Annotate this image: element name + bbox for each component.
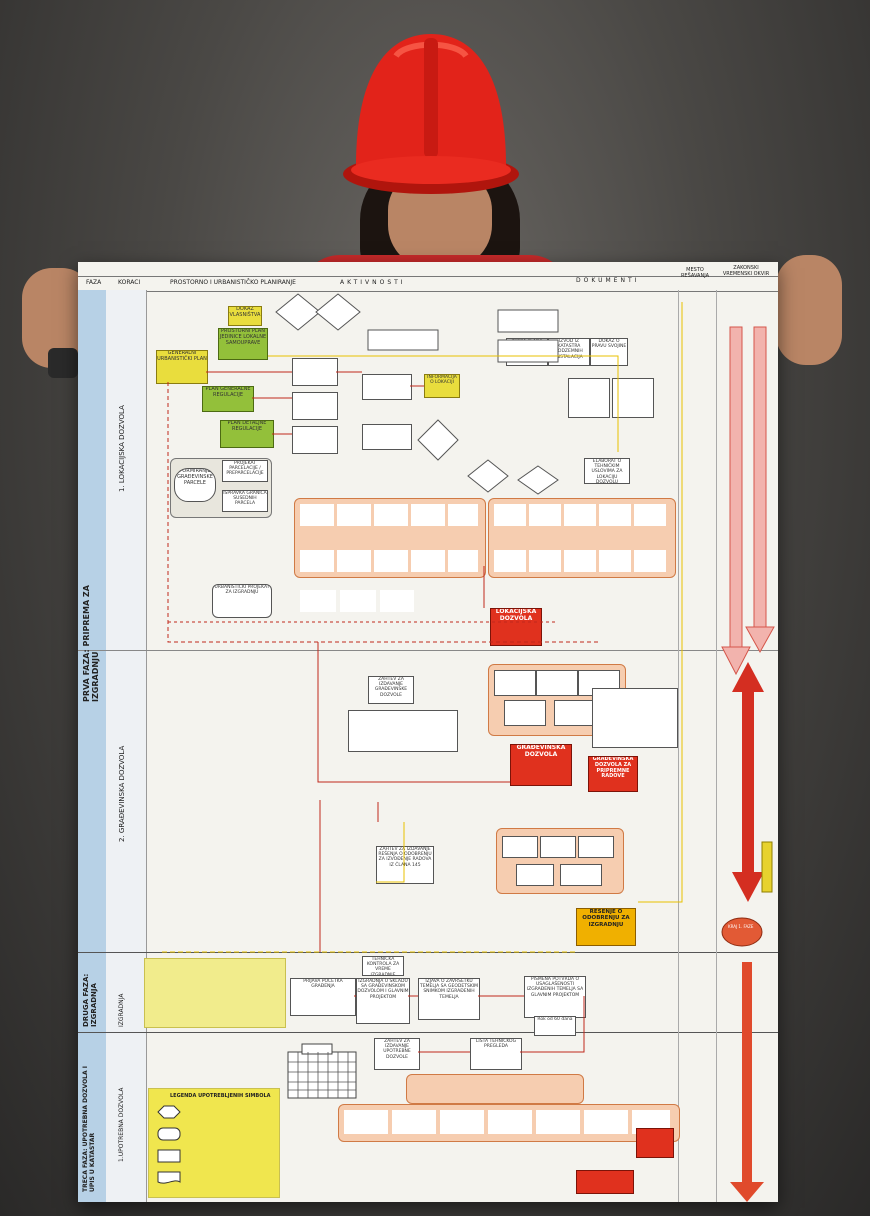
izjava-temelja-node: IZJAVA O ZAVRŠETKU TEMELJA SA GEODETSKIM…: [418, 978, 480, 1020]
header-mesto: MESTO REŠAVANJA: [680, 267, 710, 279]
activity-row: [300, 504, 478, 526]
gradj-pripremne-node: GRAĐEVINSKA DOZVOLA ZA PRIPREMNE RADOVE: [588, 756, 638, 792]
activity-row: [300, 550, 478, 572]
document-box: [502, 836, 538, 858]
process-box: [292, 426, 338, 454]
header-zakonski: ZAKONSKI VREMENSKI OKVIR: [722, 265, 770, 277]
process-box: [292, 392, 338, 420]
document-box: [504, 700, 546, 726]
timeline-arrows: [721, 326, 775, 1202]
connector-lines: [162, 302, 683, 1053]
zahtev-upotrebna-node: ZAHTEV ZA IZDAVANJE UPOTREBNE DOZVOLE: [374, 1038, 420, 1070]
zahtev-resenje-node: ZAHTEV ZA IZDAVANJE REŠENJA O ODOBRENJU …: [376, 846, 434, 884]
header-dokumenti: DOKUMENTI: [576, 277, 640, 284]
prijava-pocetka-node: PRIJAVA POČETKA GRAĐENJA: [290, 978, 356, 1016]
ispravka-granica-node: ISPRAVKA GRANICA SUSEDNIH PARCELA: [222, 490, 268, 512]
process-box: [348, 710, 458, 752]
flowchart-poster: FAZA KORACI PROSTORNO I URBANISTIČKO PLA…: [78, 262, 778, 1202]
header-faza: FAZA: [86, 279, 102, 286]
header-aktivnosti: AKTIVNOSTI: [340, 279, 406, 286]
generalni-plan-node: GENERALNI URBANISTIČKI PLAN: [156, 350, 208, 384]
document-box: [516, 864, 554, 886]
resenje-node: REŠENJE O ODOBRENJU ZA IZGRADNJU: [576, 908, 636, 946]
header-row: [78, 276, 778, 292]
legal-note: [144, 958, 286, 1028]
activity-row: [494, 504, 668, 526]
process-box: [362, 424, 412, 450]
activity-group: [406, 1074, 584, 1104]
prostorni-plan-node: PROSTORNI PLAN JEDINICE LOKALNE SAMOUPRA…: [218, 328, 268, 360]
rok-node: Rok od 60 dana: [534, 1016, 576, 1036]
lista-tehnickog-node: LISTA TEHNIČKOG PREGLEDA: [470, 1038, 522, 1070]
right-hand: [776, 255, 842, 365]
izgradnja-skladu-node: IZGRADNJA U SKLADU SA GRAĐEVINSKOM DOZVO…: [356, 978, 410, 1024]
dokaz-vlasnistva-node: DOKAZ VLASNIŠTVA: [228, 306, 262, 326]
tehnicka-kontrola-node: TEHNIČKA KONTROLA ZA VREME IZGRADNJE: [362, 956, 404, 976]
phase-divider: [78, 1032, 778, 1033]
document-box: [560, 864, 602, 886]
red-result-node: [576, 1170, 634, 1194]
document-box: [494, 670, 536, 696]
activity-row: [494, 550, 668, 572]
plan-generalne-node: PLAN GENERALNE REGULACIJE: [202, 386, 254, 412]
projekat-parcelacije-node: PROJEKAT PARCELACIJE / PREPARCELACIJE: [222, 460, 268, 482]
activity-row: [300, 590, 414, 612]
steps-column: [106, 290, 147, 1202]
document-box: [536, 670, 578, 696]
header-planiranje: PROSTORNO I URBANISTIČKO PLANIRANJE: [170, 279, 296, 286]
building-icon: [287, 1043, 357, 1099]
document-box: [612, 378, 654, 418]
timeline-column: [678, 290, 717, 1202]
zahtev-gradj-node: ZAHTEV ZA IZDAVANJE GRAĐEVINSKE DOZVOLE: [368, 676, 414, 704]
urbanisticki-projekat-node: URBANISTIČKI PROJEKAT ZA IZGRADNJU: [212, 584, 272, 618]
left-wrist: [48, 348, 78, 378]
informacija-node: INFORMACIJA O LOKACIJI: [424, 374, 460, 398]
phase-column: [78, 290, 106, 1202]
document-box: [540, 836, 576, 858]
plan-detaljne-node: PLAN DETALJNE REGULACIJE: [220, 420, 274, 448]
timeline-column: [716, 290, 779, 1202]
formiranje-node: FORMIRANJE GRAĐEVINSKE PARCELE: [174, 468, 216, 502]
document-box: [568, 378, 610, 418]
process-box: [362, 374, 412, 400]
note-box: [592, 688, 678, 748]
hard-hat-icon: [343, 34, 519, 194]
dokaz-svojine-node: DOKAZ O PRAVU SVOJINE: [590, 338, 628, 366]
legend-title: LEGENDA UPOTREBLJENIH SIMBOLA: [170, 1093, 271, 1099]
elaborat-node: ELABORAT O TEHNIČKIM USLOVIMA ZA LOKACIJ…: [584, 458, 630, 484]
legend-symbols: [157, 1105, 181, 1184]
decision-diamonds: [275, 293, 559, 495]
lokacijska-dozvola-node: LOKACIJSKA DOZVOLA: [490, 608, 542, 646]
kraj-faze-label: KRAJ 1. FAZE: [728, 924, 754, 929]
document-box: [578, 836, 614, 858]
red-result-node: [636, 1128, 674, 1158]
gradjevinska-dozvola-node: GRAĐEVINSKA DOZVOLA: [510, 744, 572, 786]
header-koraci: KORACI: [118, 279, 141, 286]
phase-divider: [78, 650, 778, 651]
activity-row: [344, 1110, 670, 1134]
pismena-potvrda-node: PISMENA POTVRDA O USAGLAŠENOSTI IZGRAĐEN…: [524, 976, 586, 1018]
